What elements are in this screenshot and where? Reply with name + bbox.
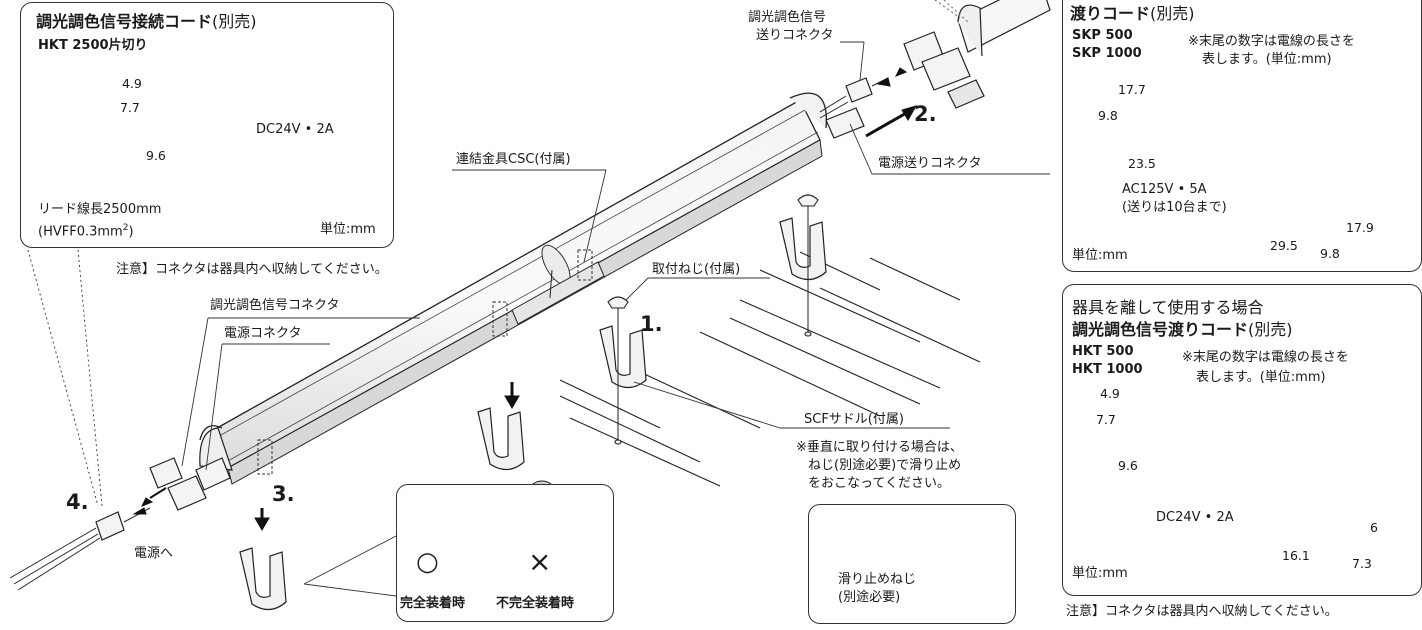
hkt-dim-5: 16.1 [1282, 548, 1310, 563]
antislip-label-2: (別途必要) [838, 590, 901, 605]
hkt2500-lead-spec: (HVFF0.3mm2) [38, 220, 134, 240]
note-right: 注意】コネクタは器具内へ収納してください。 [1066, 604, 1338, 619]
hkt2500-spec-box [20, 2, 394, 248]
connectors [95, 31, 985, 541]
hkt-heading: 器具を離して使用する場合 [1072, 298, 1264, 317]
saddles [239, 217, 827, 611]
hkt-model-1: HKT 500 [1072, 344, 1134, 359]
vertical-note-1: ※垂直に取り付ける場合は、 [796, 440, 963, 455]
arrows [132, 67, 918, 531]
hkt2500-title-bold: 調光調色信号接続コード [36, 12, 213, 31]
skp-dim-1: 17.7 [1118, 82, 1146, 97]
hkt2500-lead-spec-sup: 2 [122, 223, 129, 233]
hkt-dim-4: 6 [1370, 520, 1378, 535]
label-power-connector: 電源コネクタ [224, 326, 302, 341]
label-to-power: 電源へ [134, 546, 174, 561]
hkt-model-2: HKT 1000 [1072, 362, 1143, 377]
hkt2500-dim-1: 4.9 [122, 76, 142, 91]
ceiling-lines [559, 251, 981, 487]
label-coupling: 連結金具CSC(付属) [456, 152, 571, 167]
hkt-note-2: 表します。(単位:mm) [1196, 370, 1326, 385]
hkt-dim-2: 7.7 [1096, 412, 1116, 427]
skp-model-2: SKP 1000 [1072, 46, 1142, 61]
note-left: 注意】コネクタは器具内へ収納してください。 [116, 262, 388, 277]
hkt-rating: DC24V • 2A [1156, 510, 1234, 525]
skp-dim-3: 23.5 [1128, 156, 1156, 171]
skp-dim-5: 29.5 [1270, 238, 1298, 253]
label-signal-connector: 調光調色信号コネクタ [210, 298, 340, 313]
screws [607, 194, 819, 445]
ok-symbol: ○ [416, 547, 439, 577]
antislip-label-1: 滑り止めねじ [838, 572, 917, 587]
hkt2500-unit: 単位:mm [320, 222, 376, 237]
hkt-title-paren: (別売) [1248, 320, 1293, 339]
skp-title-paren: (別売) [1150, 4, 1195, 23]
hkt-title-bold: 調光調色信号渡りコード [1072, 320, 1249, 339]
hkt2500-title-paren: (別売) [212, 12, 257, 31]
step-4: 4. [66, 490, 89, 514]
ng-symbol: × [528, 545, 552, 578]
hkt-unit: 単位:mm [1072, 566, 1128, 581]
skp-rating-1: AC125V • 5A [1122, 182, 1207, 197]
light-tube [199, 92, 827, 485]
mount-check-box [396, 484, 614, 622]
hkt-dim-3: 9.6 [1118, 458, 1138, 473]
antislip-box [808, 504, 1016, 624]
hkt2500-rating: DC24V • 2A [256, 122, 334, 137]
hkt2500-lead-length: リード線長2500mm [38, 202, 162, 217]
hkt2500-lead-spec-pre: (HVFF0.3mm [38, 224, 123, 240]
skp-note-1: ※末尾の数字は電線の長さを [1188, 34, 1355, 49]
hkt2500-dim-2: 7.7 [120, 100, 140, 115]
hkt-dim-6: 7.3 [1352, 556, 1372, 571]
skp-rating-2: (送りは10台まで) [1122, 200, 1227, 215]
hkt-title: 調光調色信号渡りコード(別売) [1072, 320, 1293, 340]
skp-title-bold: 渡りコード [1070, 4, 1151, 23]
hkt2500-lead-spec-post: ) [128, 224, 134, 240]
next-tube [934, 0, 1051, 57]
step-2: 2. [914, 102, 937, 126]
leader-lines [27, 41, 1050, 597]
skp-unit: 単位:mm [1072, 248, 1128, 263]
skp-title: 渡りコード(別売) [1070, 4, 1195, 24]
skp-dim-2: 9.8 [1098, 108, 1118, 123]
label-power-send: 電源送りコネクタ [878, 156, 982, 171]
skp-dim-4: 17.9 [1346, 220, 1374, 235]
label-signal-send-1: 調光調色信号 [748, 10, 827, 25]
left-end-cap [199, 427, 233, 471]
skp-dim-6: 9.8 [1320, 246, 1340, 261]
label-screw: 取付ねじ(付属) [652, 262, 741, 277]
ng-label: 不完全装着時 [496, 596, 575, 611]
step-1: 1. [640, 312, 663, 336]
vertical-note-3: をおこなってください。 [808, 476, 950, 491]
skp-note-2: 表します。(単位:mm) [1202, 52, 1332, 67]
step-3: 3. [272, 482, 295, 506]
vertical-note-2: ねじ(別途必要)で滑り止め [808, 458, 962, 473]
hkt2500-title: 調光調色信号接続コード(別売) [36, 12, 257, 32]
ok-label: 完全装着時 [400, 596, 466, 611]
hkt2500-model: HKT 2500片切り [38, 38, 148, 53]
label-saddle: SCFサドル(付属) [804, 412, 904, 427]
skp-model-1: SKP 500 [1072, 28, 1133, 43]
label-signal-send-2: 送りコネクタ [756, 28, 834, 43]
skp-spec-box [1062, 0, 1422, 272]
hkt-dim-1: 4.9 [1100, 386, 1120, 401]
hkt2500-dim-3: 9.6 [146, 148, 166, 163]
cables [9, 77, 889, 591]
hkt-spec-box [1062, 284, 1422, 596]
hkt-note-1: ※末尾の数字は電線の長さを [1182, 350, 1349, 365]
